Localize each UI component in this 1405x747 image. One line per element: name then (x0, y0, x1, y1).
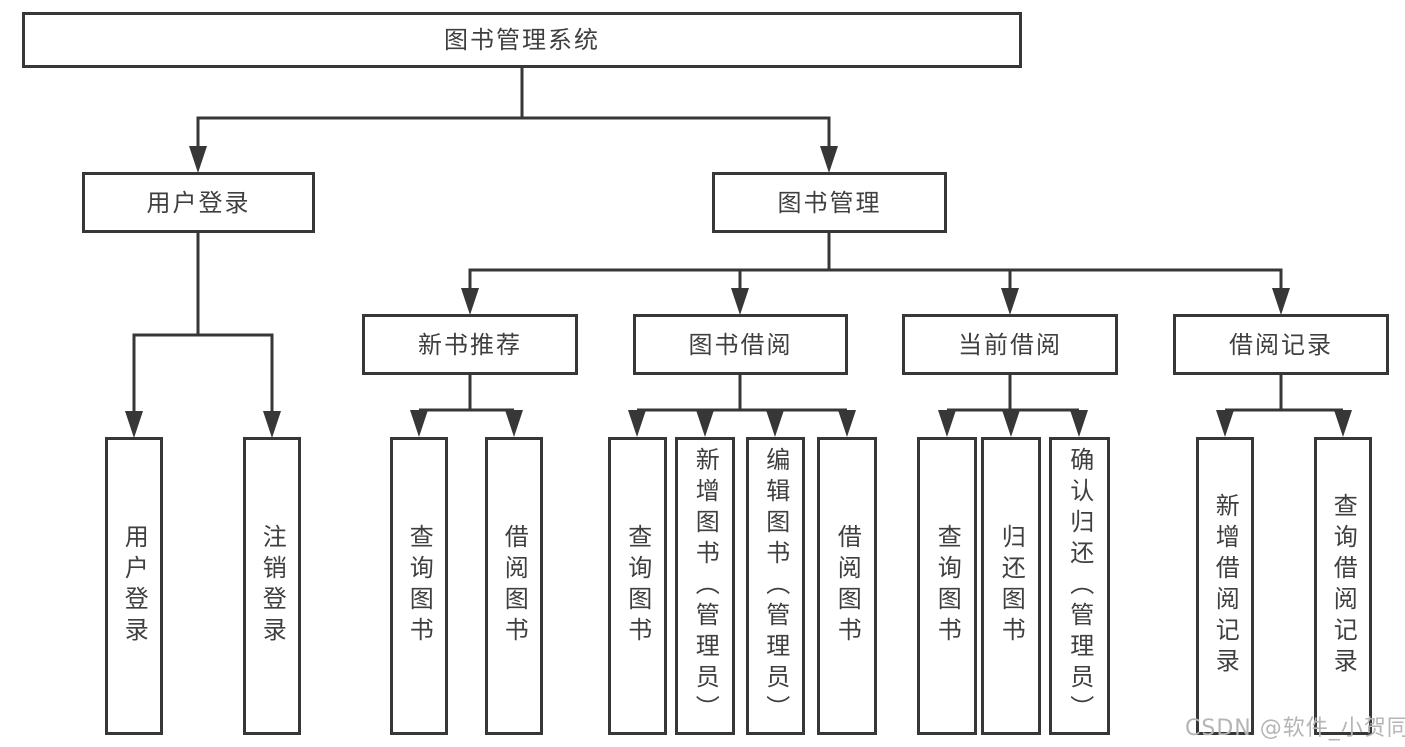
node-label: 查询借阅记录 (1329, 493, 1358, 679)
node-label: 新增图书（管理员） (691, 446, 720, 726)
node-box-book-management: 图书管理 (712, 172, 947, 233)
node-label: 注销登录 (258, 524, 287, 648)
node-label: 图书管理系统 (444, 26, 600, 54)
arrowheads (125, 146, 1352, 438)
arrow-down-icon (696, 410, 714, 437)
arrow-down-icon (938, 410, 956, 437)
node-box-leaf-query-borrow-record: 查询借阅记录 (1314, 437, 1372, 735)
arrow-down-icon (1070, 410, 1088, 437)
node-label: 借阅记录 (1229, 330, 1333, 359)
node-box-leaf-query-books-1: 查询图书 (390, 437, 448, 735)
node-label: 当前借阅 (958, 330, 1062, 359)
node-label: 借阅图书 (500, 524, 529, 648)
arrow-down-icon (1002, 410, 1020, 437)
node-box-leaf-user-login: 用户登录 (105, 437, 163, 735)
node-label: 图书借阅 (688, 330, 793, 359)
node-box-leaf-logout: 注销登录 (243, 437, 301, 735)
node-box-user-login: 用户登录 (82, 172, 315, 233)
arrow-down-icon (125, 411, 143, 438)
node-label: 编辑图书（管理员） (761, 446, 790, 726)
node-label: 用户登录 (120, 524, 149, 648)
node-box-leaf-add-borrow-record: 新增借阅记录 (1196, 437, 1254, 735)
node-box-leaf-confirm-return-admin: 确认归还（管理员） (1049, 437, 1110, 735)
node-label: 用户登录 (146, 188, 251, 217)
node-box-leaf-return-book: 归还图书 (981, 437, 1041, 735)
node-box-new-book-recommend: 新书推荐 (362, 314, 578, 375)
arrow-down-icon (838, 410, 856, 437)
node-label: 查询图书 (933, 524, 962, 648)
connector-level3-branch (468, 268, 1283, 288)
node-label: 新书推荐 (418, 330, 522, 359)
node-box-book-borrow: 图书借阅 (633, 314, 848, 375)
node-box-leaf-borrow-books-1: 借阅图书 (485, 437, 543, 735)
node-box-borrow-records: 借阅记录 (1173, 314, 1389, 375)
node-box-leaf-add-book-admin: 新增图书（管理员） (675, 437, 735, 735)
node-label: 归还图书 (997, 524, 1026, 648)
watermark: CSDN @软件_小贺同学 (1185, 716, 1405, 741)
node-label: 借阅图书 (833, 524, 862, 648)
connector-userlogin-branch (132, 333, 274, 411)
arrow-down-icon (189, 146, 207, 173)
arrow-down-icon (1216, 410, 1234, 437)
node-box-leaf-borrow-books-2: 借阅图书 (817, 437, 877, 735)
node-box-leaf-query-books-3: 查询图书 (917, 437, 977, 735)
arrow-down-icon (731, 288, 749, 315)
node-box-system-root: 图书管理系统 (22, 12, 1022, 68)
arrow-down-icon (505, 410, 523, 437)
node-label: 查询图书 (405, 524, 434, 648)
arrow-down-icon (820, 146, 838, 173)
node-label: 查询图书 (623, 524, 652, 648)
node-label: 图书管理 (777, 188, 882, 217)
node-box-current-borrow: 当前借阅 (902, 314, 1118, 375)
arrow-down-icon (1001, 288, 1019, 315)
arrow-down-icon (263, 411, 281, 438)
arrow-down-icon (410, 410, 428, 437)
node-label: 新增借阅记录 (1211, 493, 1240, 679)
node-label: 确认归还（管理员） (1065, 446, 1094, 726)
node-box-leaf-query-books-2: 查询图书 (608, 437, 667, 735)
arrow-down-icon (1334, 410, 1352, 437)
connector-level2-branch (196, 116, 831, 146)
arrow-down-icon (766, 410, 784, 437)
arrow-down-icon (628, 410, 646, 437)
node-box-leaf-edit-book-admin: 编辑图书（管理员） (746, 437, 805, 735)
arrow-down-icon (1272, 288, 1290, 315)
arrow-down-icon (461, 288, 479, 315)
